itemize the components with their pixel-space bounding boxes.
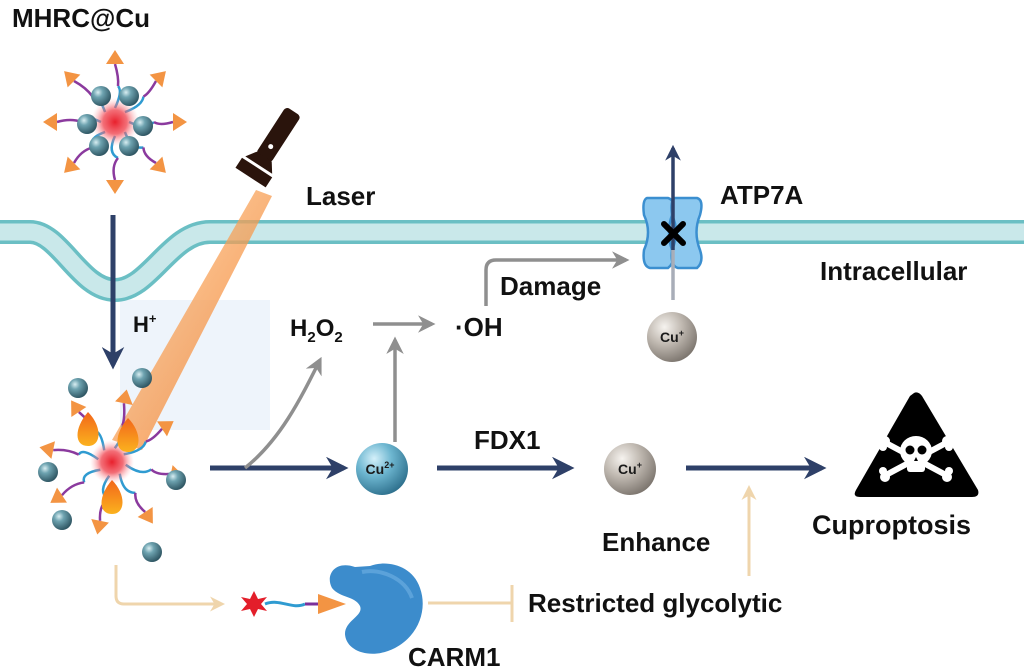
skull-crossbones-warning-icon <box>854 392 979 497</box>
atp7a-label: ATP7A <box>720 180 804 210</box>
cu1-ion: Cu+ <box>604 443 656 495</box>
copper-bead <box>91 86 111 106</box>
nanoparticle-intact <box>43 50 187 194</box>
cu2-ion: Cu2+ <box>356 443 408 495</box>
linker-segment <box>121 403 126 427</box>
copper-bead <box>119 136 139 156</box>
targeting-ligand-arrow <box>106 180 124 194</box>
copper-bead <box>133 116 153 136</box>
enhance-label: Enhance <box>602 527 710 557</box>
h2o2-label: H2O2 <box>290 315 343 346</box>
restricted-glycolytic-label: Restricted glycolytic <box>528 588 782 618</box>
targeting-ligand-arrow <box>106 50 124 64</box>
heat-flame-icon <box>101 480 123 514</box>
linker-segment <box>142 147 157 165</box>
h2o2-generation-arrow <box>243 356 322 470</box>
copper-bead <box>119 86 139 106</box>
linker-segment <box>113 63 120 87</box>
laser-label: Laser <box>306 181 375 211</box>
copper-bead <box>77 114 97 134</box>
targeting-ligand-arrow <box>39 441 55 459</box>
hydroxyl-radical-label: ·OH <box>455 312 503 342</box>
released-copper-bead <box>38 462 58 482</box>
heat-flame-icon <box>77 412 99 446</box>
svg-text:Cu+: Cu+ <box>618 460 642 477</box>
laser-beam <box>112 190 272 450</box>
targeting-ligand-arrow <box>64 71 81 88</box>
released-copper-bead <box>52 510 72 530</box>
targeting-ligand-arrow <box>149 71 166 88</box>
nanoparticle-disassembled <box>38 368 186 562</box>
heat-flame-icon <box>117 418 139 452</box>
carm1-label: CARM1 <box>408 642 500 672</box>
cuproptosis-label: Cuproptosis <box>812 510 971 540</box>
photosensitizer-core <box>91 98 139 146</box>
cu1-ion-upper: Cu+ <box>647 312 697 362</box>
linker-segment <box>145 428 163 443</box>
proton-label: H+ <box>133 311 157 337</box>
x-mark-icon <box>661 221 686 246</box>
intracellular-label: Intracellular <box>820 256 967 286</box>
linker-segment <box>53 448 80 456</box>
flashlight-icon <box>235 107 300 188</box>
linker-segment <box>61 481 85 496</box>
linker-segment <box>73 79 94 98</box>
released-copper-bead <box>142 542 162 562</box>
nanoparticle-title: MHRC@Cu <box>12 3 150 33</box>
released-copper-bead <box>132 368 152 388</box>
carm1-protein <box>318 563 423 654</box>
atp7a-channel <box>642 196 703 270</box>
released-copper-bead <box>68 378 88 398</box>
released-copper-bead <box>166 470 186 490</box>
svg-text:Cu2+: Cu2+ <box>366 460 395 477</box>
damage-arrow <box>484 251 630 306</box>
linker-segment <box>112 157 120 181</box>
linker-segment <box>142 80 158 98</box>
targeting-ligand-arrow <box>71 400 87 417</box>
targeting-ligand-arrow <box>115 389 133 405</box>
targeting-ligand-arrow <box>149 156 166 173</box>
linker-segment <box>153 120 174 126</box>
copper-bead <box>89 136 109 156</box>
targeting-ligand-arrow <box>173 113 187 131</box>
fdx1-label: FDX1 <box>474 425 540 455</box>
linker-segment <box>134 492 146 513</box>
targeting-ligand-arrow <box>43 113 57 131</box>
targeting-ligand-arrow <box>137 507 153 524</box>
linker-segment <box>150 468 171 476</box>
carm1-inhibitor <box>241 591 318 617</box>
damage-label: Damage <box>500 271 601 301</box>
targeting-ligand-arrow <box>50 487 67 503</box>
targeting-ligand-arrow <box>64 156 81 173</box>
targeting-ligand-arrow <box>91 519 109 535</box>
svg-text:Cu+: Cu+ <box>660 328 684 345</box>
inhibitor-release-arrow <box>114 565 225 612</box>
targeting-ligand-arrow <box>157 421 174 437</box>
